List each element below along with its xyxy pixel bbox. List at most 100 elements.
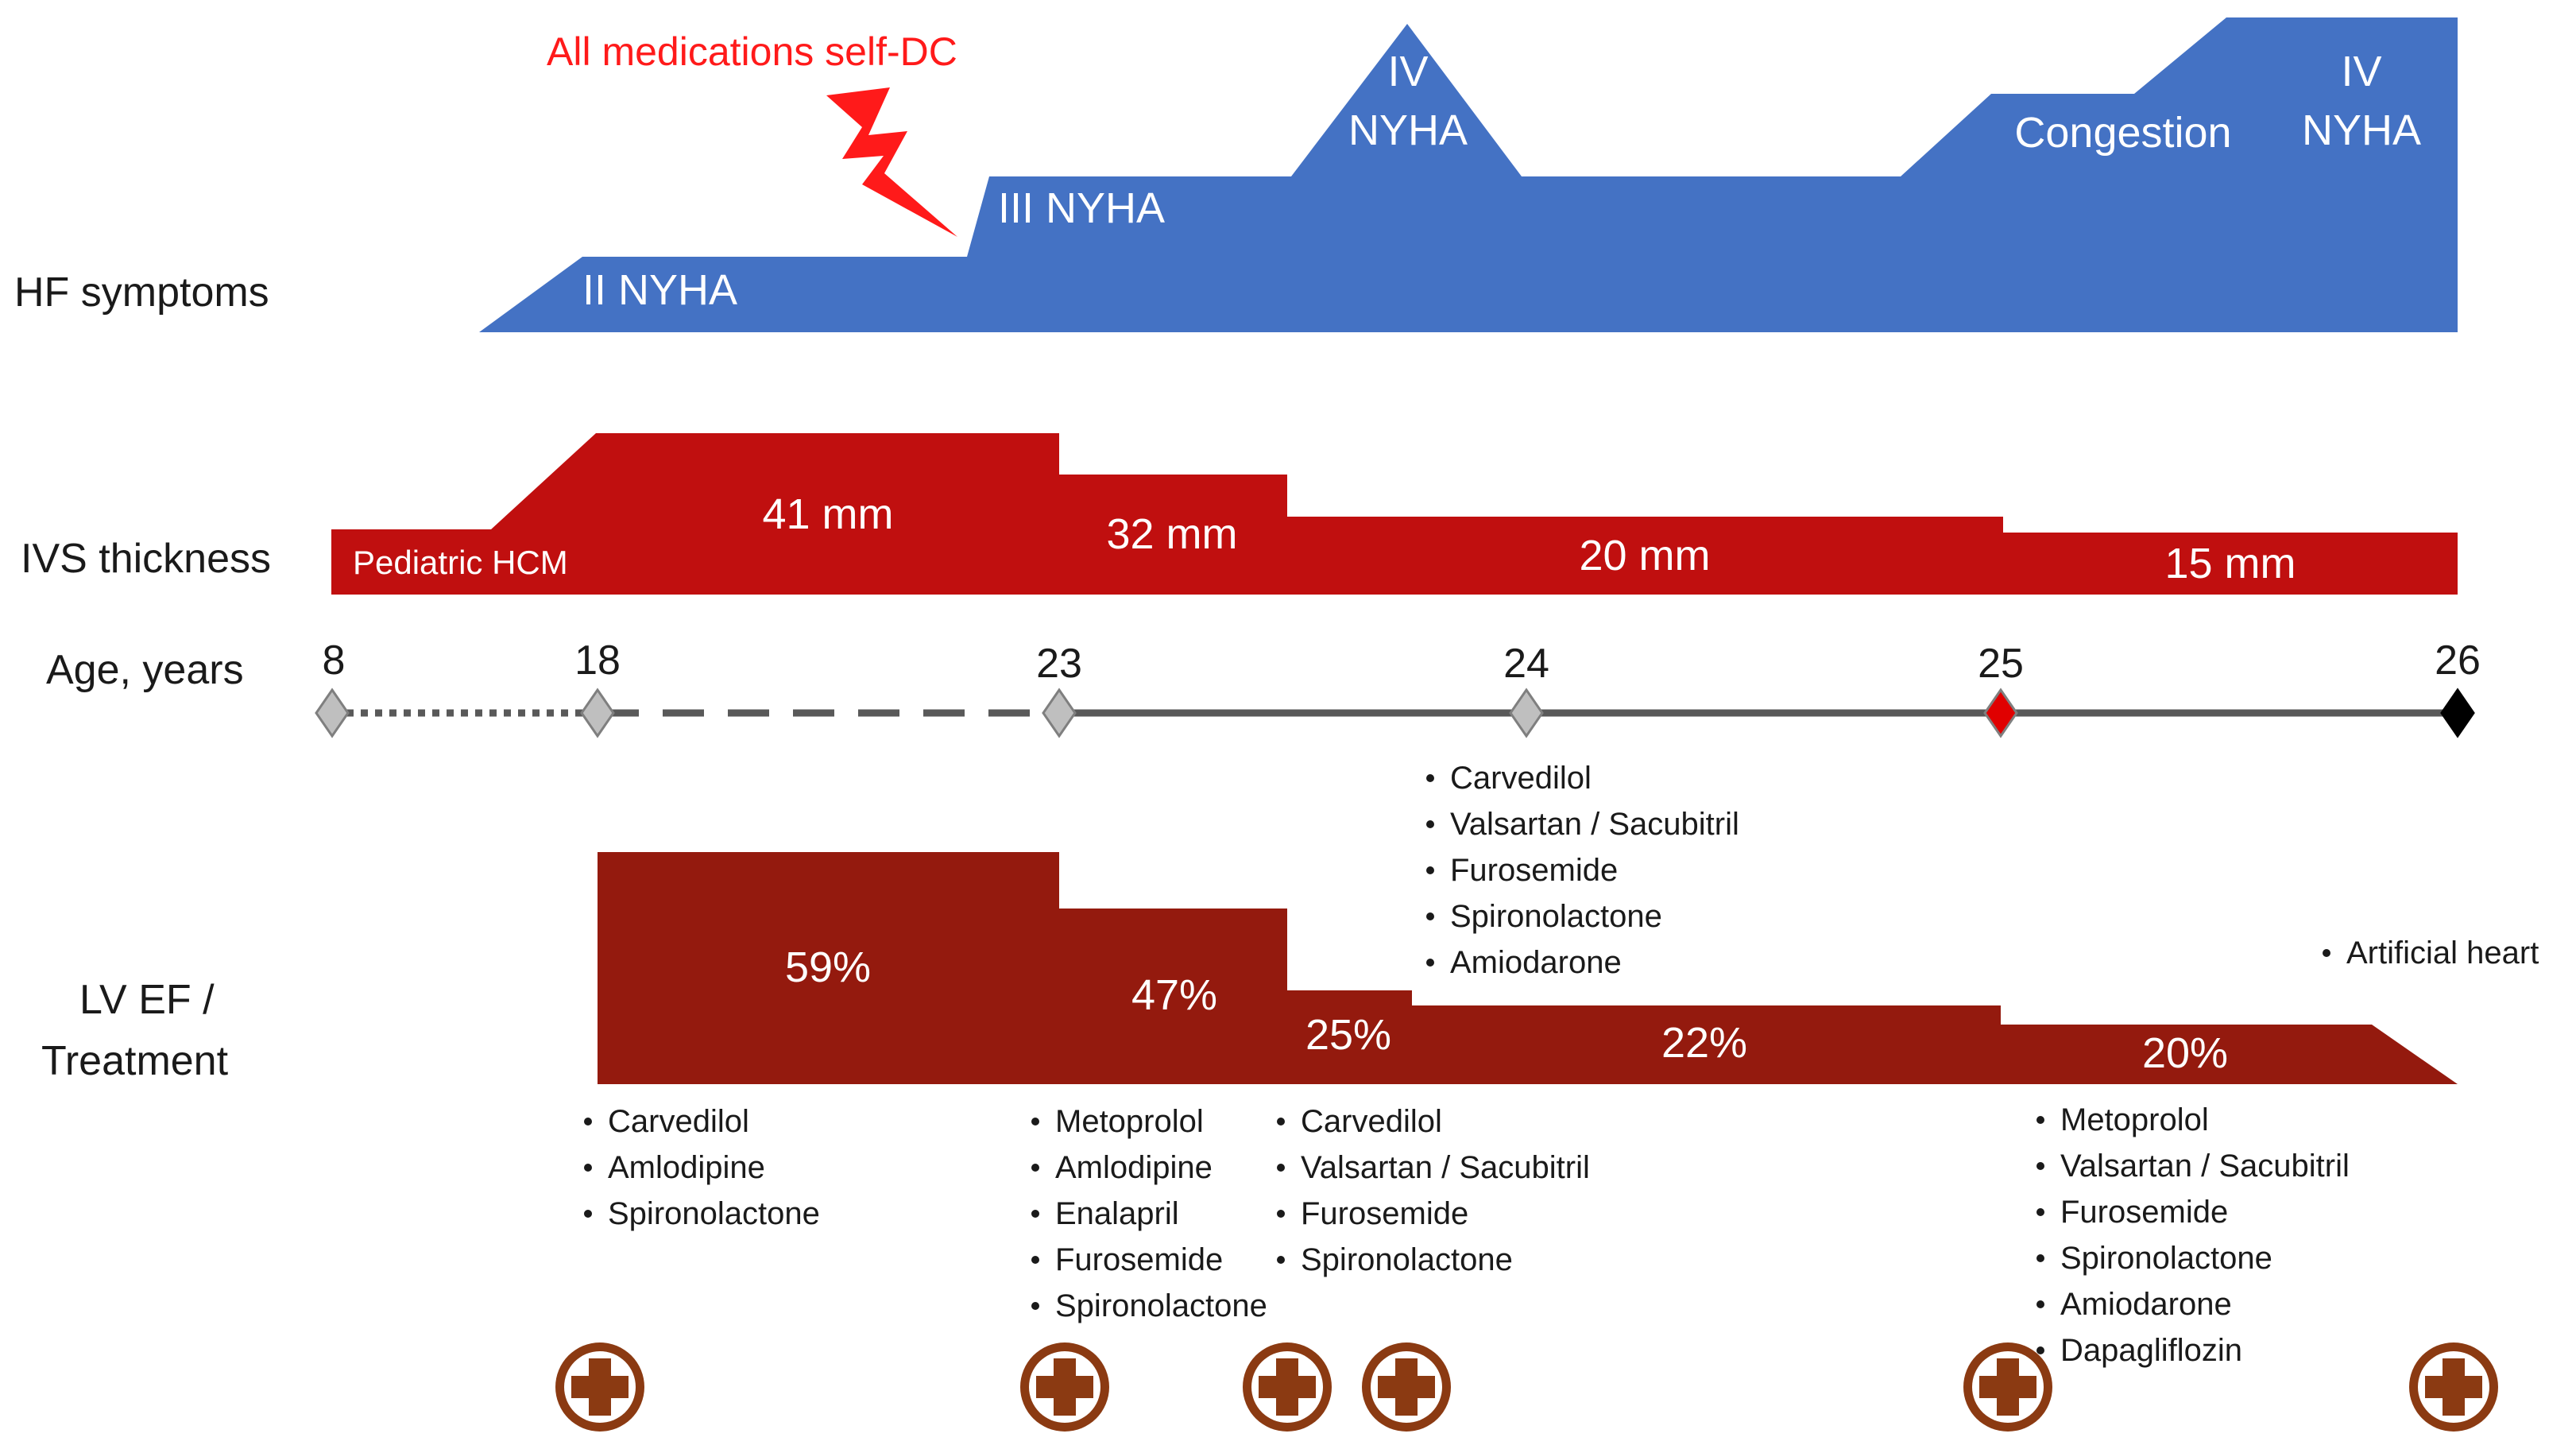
bullet-icon [1426, 912, 1434, 920]
timeline-marker-age-25 [1983, 688, 2018, 738]
hf-symptoms-band [479, 17, 2458, 332]
hf-label-congestion: Congestion [2014, 109, 2231, 157]
lvef-label-20: 20% [2142, 1029, 2228, 1077]
bullet-icon [2036, 1162, 2044, 1170]
medication-item: Carvedilol [608, 1104, 749, 1139]
ivs-label-20mm: 20 mm [1579, 532, 1710, 579]
medication-item: Valsartan / Sacubitril [2060, 1149, 2350, 1184]
bullet-icon [1426, 820, 1434, 828]
medication-item: Amlodipine [1055, 1150, 1213, 1185]
medication-item: Metoprolol [2060, 1102, 2209, 1137]
hf-label-iv-nyha-1-line1: IV [1387, 48, 1428, 95]
age-tick-label-18: 18 [574, 637, 621, 684]
bullet-icon [584, 1118, 592, 1125]
hospital-cross-icon [2409, 1342, 2498, 1432]
medications-self-dc-annotation: All medications self-DC [547, 29, 957, 74]
hf-label-iv-nyha-2-line2: NYHA [2302, 107, 2421, 154]
bullet-icon [1277, 1256, 1285, 1264]
bullet-icon [1031, 1256, 1039, 1264]
lvef-row-label-line1: LV EF / [79, 977, 215, 1023]
medication-item: Amiodarone [1450, 945, 1622, 980]
bullet-icon [2036, 1346, 2044, 1354]
ivs-label-15mm: 15 mm [2164, 540, 2296, 587]
medication-item: Carvedilol [1450, 761, 1592, 796]
timeline-marker-age-8 [315, 688, 350, 738]
medication-item: Metoprolol [1055, 1104, 1204, 1139]
bullet-icon [2323, 949, 2330, 957]
lvef-label-59: 59% [785, 943, 871, 991]
bullet-icon [1426, 866, 1434, 874]
bullet-icon [2036, 1254, 2044, 1262]
bullet-icon [2036, 1116, 2044, 1124]
medication-item: Furosemide [1450, 853, 1618, 888]
age-tick-label-23: 23 [1036, 641, 1082, 687]
medication-item: Amiodarone [2060, 1287, 2232, 1322]
medication-item: Spironolactone [1450, 899, 1662, 934]
timeline-marker-age-18 [580, 688, 615, 738]
bullet-icon [1426, 959, 1434, 967]
ivs-thickness-row-label: IVS thickness [21, 536, 271, 582]
medication-item: Spironolactone [1301, 1242, 1513, 1277]
bullet-icon [2036, 1300, 2044, 1308]
medication-item: Furosemide [1055, 1242, 1223, 1277]
age-row-label: Age, years [46, 647, 244, 693]
medication-list-age-23: MetoprololAmlodipineEnalaprilFurosemideS… [1031, 1104, 1267, 1323]
ivs-label-32mm: 32 mm [1106, 510, 1237, 558]
age-tick-label-25: 25 [1978, 641, 2024, 687]
lvef-label-47: 47% [1131, 971, 1217, 1019]
ivs-label-pediatric-hcm: Pediatric HCM [353, 544, 568, 581]
ivs-label-41mm: 41 mm [762, 490, 893, 538]
bullet-icon [584, 1210, 592, 1218]
hospital-cross-icon [555, 1342, 644, 1432]
medication-item: Amlodipine [608, 1150, 765, 1185]
medication-item: Valsartan / Sacubitril [1450, 807, 1739, 842]
medication-item: Spironolactone [2060, 1241, 2272, 1276]
bullet-icon [2036, 1208, 2044, 1216]
medication-item: Artificial heart [2346, 936, 2539, 971]
medication-list-age-26: Artificial heart [2323, 936, 2539, 971]
age-tick-label-8: 8 [323, 637, 346, 684]
medication-item: Spironolactone [1055, 1288, 1267, 1323]
medication-item: Carvedilol [1301, 1104, 1442, 1139]
age-tick-label-24: 24 [1503, 641, 1549, 687]
hf-label-iii-nyha: III NYHA [998, 184, 1165, 232]
bullet-icon [1031, 1164, 1039, 1172]
hospitalization-icons [555, 1342, 2498, 1432]
medication-item: Dapagliflozin [2060, 1333, 2242, 1368]
hospital-cross-icon [1362, 1342, 1451, 1432]
timeline-marker-age-24 [1509, 688, 1544, 738]
bullet-icon [1031, 1210, 1039, 1218]
hospital-cross-icon [1243, 1342, 1332, 1432]
lvef-label-25: 25% [1305, 1011, 1391, 1059]
hf-symptoms-row-label: HF symptoms [14, 269, 269, 316]
lvef-row-label-line2: Treatment [41, 1038, 229, 1084]
bullet-icon [1277, 1210, 1285, 1218]
bullet-icon [584, 1164, 592, 1172]
timeline-marker-age-23 [1042, 688, 1077, 738]
bullet-icon [1426, 774, 1434, 782]
medication-item: Furosemide [2060, 1195, 2228, 1230]
medication-item: Enalapril [1055, 1196, 1179, 1231]
timeline-marker-age-26 [2440, 688, 2475, 738]
hospital-cross-icon [1963, 1342, 2052, 1432]
age-tick-label-26: 26 [2435, 637, 2481, 684]
lvef-label-22: 22% [1661, 1019, 1747, 1067]
bullet-icon [1031, 1302, 1039, 1310]
medication-item: Valsartan / Sacubitril [1301, 1150, 1590, 1185]
lightning-bolt-icon [826, 87, 957, 237]
bullet-icon [1031, 1118, 1039, 1125]
lvef-band [598, 852, 2458, 1084]
hf-label-ii-nyha: II NYHA [582, 266, 737, 314]
medication-item: Spironolactone [608, 1196, 820, 1231]
medication-item: Furosemide [1301, 1196, 1468, 1231]
hf-label-iv-nyha-2-line1: IV [2341, 48, 2381, 95]
bullet-icon [1277, 1164, 1285, 1172]
bullet-icon [1277, 1118, 1285, 1125]
ivs-thickness-band [331, 433, 2458, 595]
hospital-cross-icon [1020, 1342, 1109, 1432]
